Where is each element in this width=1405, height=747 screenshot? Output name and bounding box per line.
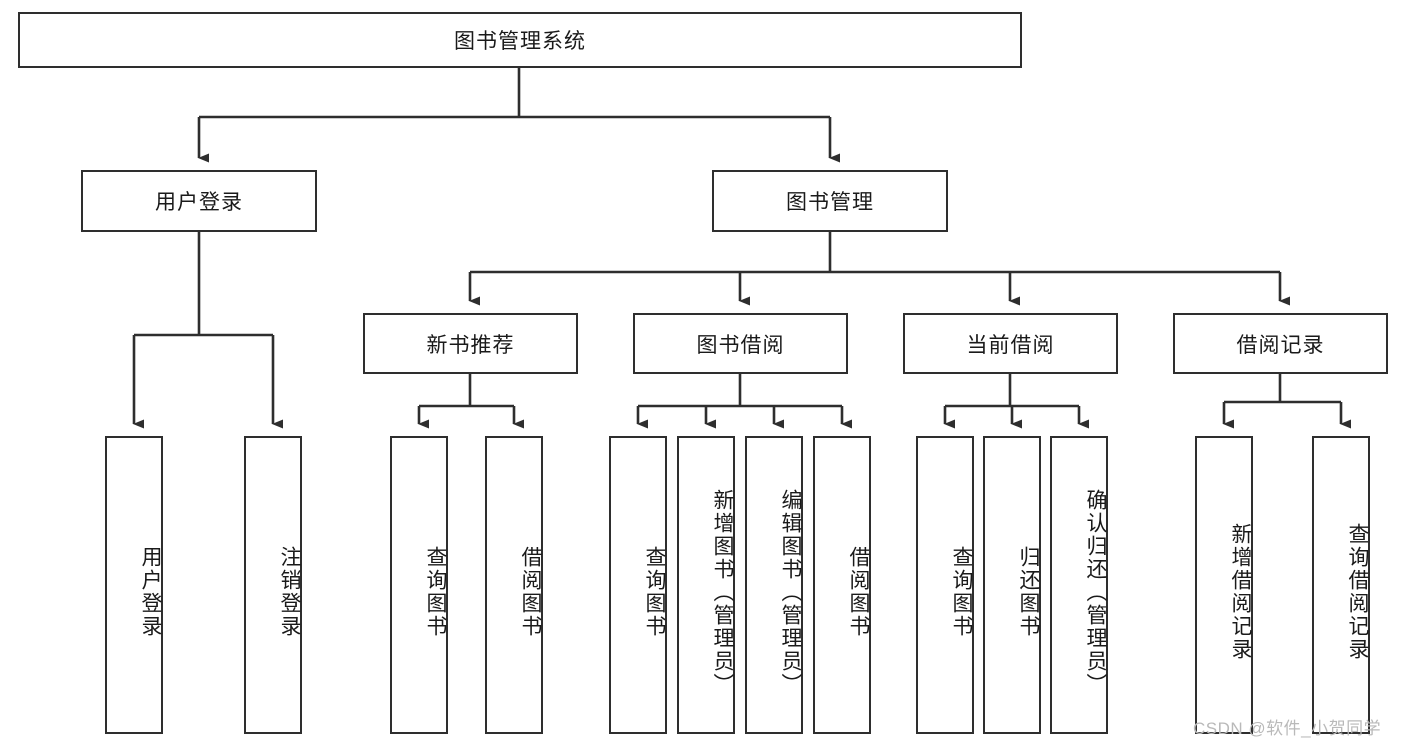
node-label: 确认归还（管理员）: [1084, 488, 1107, 696]
node-label: 查询借阅记录: [1346, 523, 1369, 661]
node-label: 借阅记录: [1236, 333, 1325, 357]
node-label: 借阅图书: [847, 546, 870, 638]
leaf-query-book-current[interactable]: 查询图书: [916, 436, 974, 734]
node-label: 借阅图书: [519, 546, 542, 638]
leaf-add-borrow-record[interactable]: 新增借阅记录: [1195, 436, 1253, 734]
node-label: 查询图书: [424, 546, 447, 638]
leaf-borrow-book-recommend[interactable]: 借阅图书: [485, 436, 543, 734]
leaf-query-book-borrow[interactable]: 查询图书: [609, 436, 667, 734]
node-label: 编辑图书（管理员）: [779, 488, 802, 696]
node-label: 归还图书: [1017, 546, 1040, 638]
node-label: 用户登录: [155, 191, 243, 214]
node-label: 图书管理: [786, 191, 874, 214]
node-label: 查询图书: [643, 546, 666, 638]
leaf-borrow-book[interactable]: 借阅图书: [813, 436, 871, 734]
node-user-login[interactable]: 用户登录: [81, 170, 317, 232]
leaf-user-login[interactable]: 用户登录: [105, 436, 163, 734]
node-book-borrow[interactable]: 图书借阅: [633, 313, 848, 374]
node-label: 图书借阅: [696, 333, 785, 357]
node-label: 图书管理系统: [454, 30, 586, 53]
node-borrow-record[interactable]: 借阅记录: [1173, 313, 1388, 374]
node-label: 新增借阅记录: [1229, 523, 1252, 661]
node-label: 新书推荐: [426, 333, 515, 357]
node-label: 新增图书（管理员）: [711, 488, 734, 696]
node-current-borrow[interactable]: 当前借阅: [903, 313, 1118, 374]
leaf-logout-login[interactable]: 注销登录: [244, 436, 302, 734]
leaf-return-book[interactable]: 归还图书: [983, 436, 1041, 734]
node-book-management[interactable]: 图书管理: [712, 170, 948, 232]
node-label: 查询图书: [950, 546, 973, 638]
leaf-add-book-admin[interactable]: 新增图书（管理员）: [677, 436, 735, 734]
leaf-query-book-recommend[interactable]: 查询图书: [390, 436, 448, 734]
node-label: 当前借阅: [966, 333, 1055, 357]
leaf-confirm-return-admin[interactable]: 确认归还（管理员）: [1050, 436, 1108, 734]
node-label: 注销登录: [278, 546, 301, 638]
leaf-query-borrow-record[interactable]: 查询借阅记录: [1312, 436, 1370, 734]
leaf-edit-book-admin[interactable]: 编辑图书（管理员）: [745, 436, 803, 734]
node-new-book-recommend[interactable]: 新书推荐: [363, 313, 578, 374]
node-label: 用户登录: [139, 546, 162, 638]
csdn-watermark: CSDN @软件_小贺同学: [1193, 719, 1382, 738]
node-book-management-system[interactable]: 图书管理系统: [18, 12, 1022, 68]
